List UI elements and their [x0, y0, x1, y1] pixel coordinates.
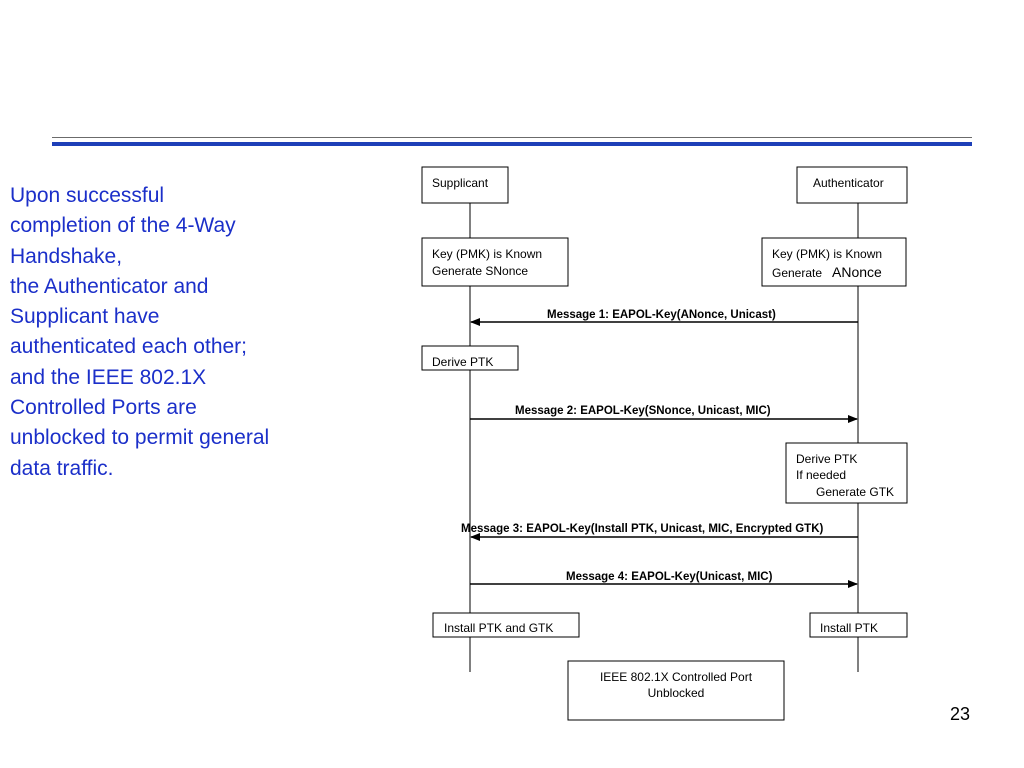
message-2-label: Message 2: EAPOL-Key(SNonce, Unicast, MI… — [515, 405, 771, 417]
body-line: Supplicant have — [10, 305, 160, 329]
message-4: Message 4: EAPOL-Key(Unicast, MIC) — [470, 571, 858, 588]
supplicant-box: Supplicant — [421, 166, 509, 204]
port-unblocked-line: Unblocked — [648, 686, 705, 700]
body-text: Upon successful completion of the 4-Way … — [10, 181, 340, 484]
supplicant-install-box: Install PTK and GTK — [432, 612, 580, 638]
message-1: Message 1: EAPOL-Key(ANonce, Unicast) — [470, 309, 858, 326]
port-unblocked-line: IEEE 802.1X Controlled Port — [600, 670, 753, 684]
authenticator-derive-line: If needed — [796, 468, 846, 482]
authenticator-derive-box: Derive PTK If needed Generate GTK — [785, 442, 908, 504]
supplicant-key-line: Generate SNonce — [432, 264, 528, 278]
body-line: Controlled Ports are — [10, 396, 197, 420]
body-line: completion of the 4-Way — [10, 214, 236, 238]
message-4-label: Message 4: EAPOL-Key(Unicast, MIC) — [566, 571, 773, 583]
supplicant-derive-box: Derive PTK — [421, 345, 519, 371]
page-number: 23 — [949, 704, 970, 724]
message-1-label: Message 1: EAPOL-Key(ANonce, Unicast) — [547, 309, 776, 321]
authenticator-derive-line: Derive PTK — [796, 452, 857, 466]
body-line: data traffic. — [10, 456, 114, 480]
authenticator-box: Authenticator — [796, 166, 908, 204]
authenticator-install-label: Install PTK — [820, 621, 878, 635]
authenticator-key-line: Key (PMK) is Known — [772, 247, 882, 261]
body-line: Handshake, — [10, 244, 123, 268]
message-3: Message 3: EAPOL-Key(Install PTK, Unicas… — [461, 523, 858, 541]
title-rule-thick — [52, 142, 972, 146]
authenticator-install-box: Install PTK — [809, 612, 908, 638]
port-unblocked-box: IEEE 802.1X Controlled Port Unblocked — [567, 660, 785, 721]
supplicant-install-label: Install PTK and GTK — [444, 621, 553, 635]
supplicant-derive-label: Derive PTK — [432, 355, 493, 369]
body-line: the Authenticator and — [10, 274, 209, 298]
supplicant-key-line: Key (PMK) is Known — [432, 247, 542, 261]
body-line: authenticated each other; — [10, 335, 248, 359]
authenticator-anonce: ANonce — [832, 264, 882, 280]
authenticator-derive-line: Generate GTK — [816, 485, 894, 499]
authenticator-key-box: Key (PMK) is Known Generate ANonce — [761, 237, 907, 287]
authenticator-label: Authenticator — [813, 176, 884, 190]
message-3-label: Message 3: EAPOL-Key(Install PTK, Unicas… — [461, 523, 823, 535]
title-rule-thin — [52, 137, 972, 138]
supplicant-label: Supplicant — [432, 176, 489, 190]
message-2: Message 2: EAPOL-Key(SNonce, Unicast, MI… — [470, 405, 858, 423]
authenticator-key-line: Generate — [772, 266, 822, 280]
supplicant-key-box: Key (PMK) is Known Generate SNonce — [421, 237, 569, 287]
body-line: unblocked to permit general — [10, 426, 270, 450]
body-line: and the IEEE 802.1X — [10, 365, 207, 389]
body-line: Upon successful — [10, 184, 165, 207]
